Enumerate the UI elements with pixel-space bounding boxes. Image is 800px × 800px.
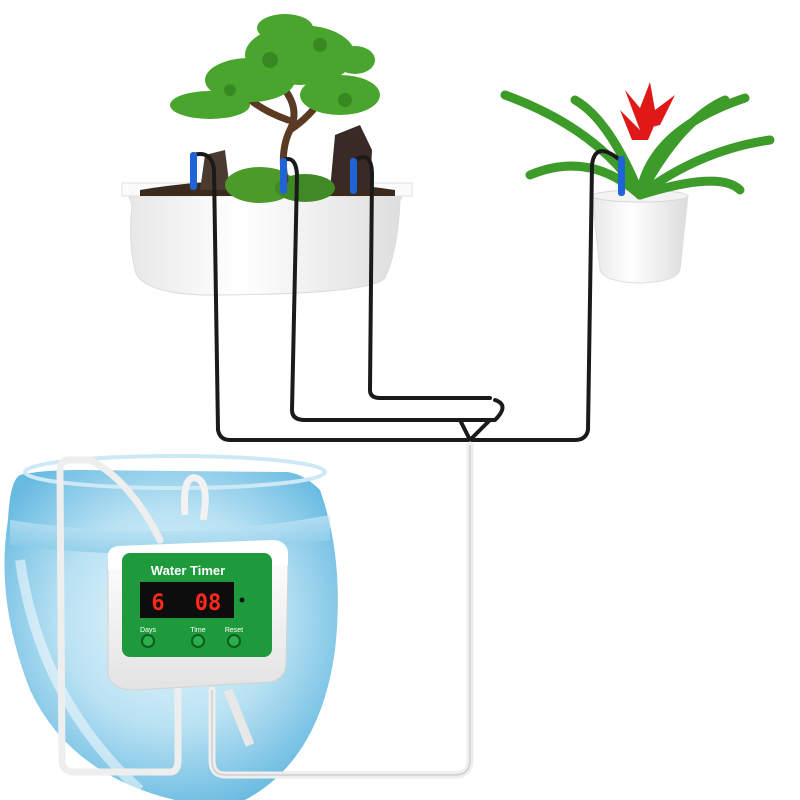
- display-time: 08: [195, 591, 222, 616]
- lcd-display: [140, 582, 234, 618]
- bromeliad-leaves: [500, 90, 775, 200]
- water-timer-device: Water Timer 6 08 Days Time Reset: [107, 474, 289, 747]
- device-title: Water Timer: [151, 563, 225, 578]
- time-button-label: Time: [190, 627, 205, 634]
- indicator-dot: [239, 597, 245, 603]
- days-button-label: Days: [140, 627, 156, 634]
- reset-button[interactable]: [227, 634, 241, 648]
- drip-tubes: [191, 149, 622, 442]
- bromeliad-flower: [620, 82, 675, 140]
- reset-button-label: Reset: [225, 627, 243, 634]
- days-button[interactable]: [141, 634, 155, 648]
- dripper-stakes: [190, 152, 625, 196]
- time-button[interactable]: [191, 634, 205, 648]
- display-days: 6: [151, 591, 164, 616]
- bromeliad-pot: [500, 82, 775, 284]
- bonsai-planter: [121, 14, 413, 296]
